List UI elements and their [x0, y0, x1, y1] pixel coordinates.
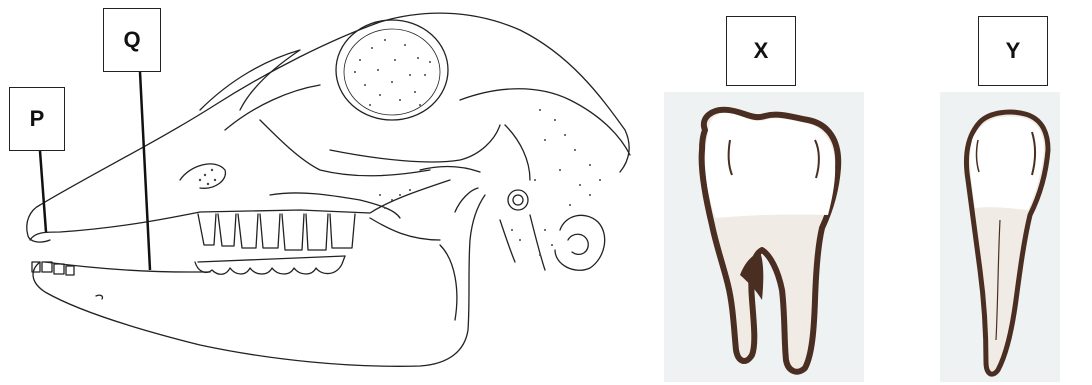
label-p-text: P — [30, 106, 45, 132]
skull-stipple-shading — [199, 39, 601, 256]
label-q-text: Q — [123, 27, 140, 53]
label-x-text: X — [754, 38, 769, 64]
label-box-x: X — [726, 16, 796, 86]
label-box-y: Y — [978, 16, 1048, 86]
label-y-text: Y — [1006, 38, 1021, 64]
pointer-line-q — [140, 72, 150, 270]
label-box-q: Q — [103, 8, 161, 72]
pointer-line-p — [40, 151, 46, 232]
label-box-p: P — [9, 87, 65, 151]
